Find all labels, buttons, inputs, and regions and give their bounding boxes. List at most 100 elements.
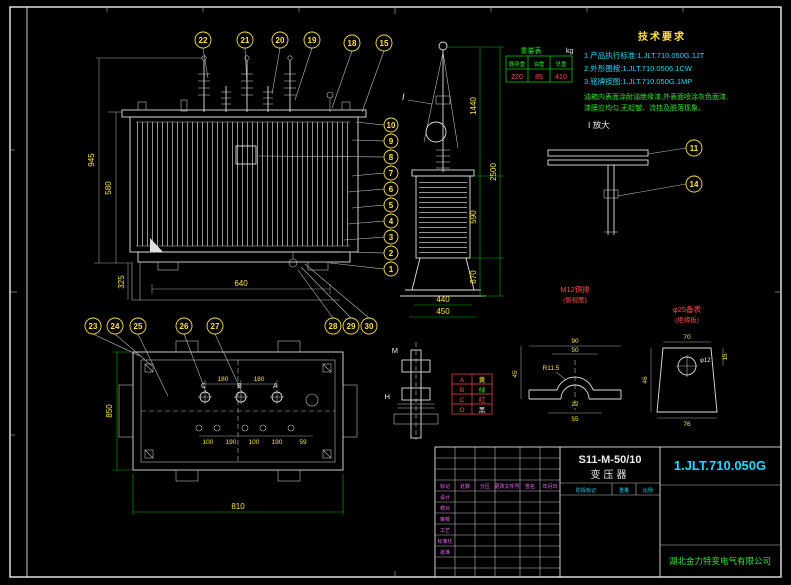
balloon-22: 22 [199, 36, 208, 45]
dim-plan-t2: 180 [254, 376, 265, 383]
front-view-dimensions: 945 580 325 640 [87, 57, 331, 300]
dim-front-tank-height: 580 [104, 181, 113, 195]
role-design: 设计 [440, 494, 450, 501]
board-subtitle: (绝缘板) [675, 315, 699, 324]
busbar-title: M12铜排 [560, 284, 590, 294]
dim-side-w1: 440 [436, 295, 450, 304]
rev-h-6: 年月日 [542, 483, 557, 490]
dim-side-w2: 450 [436, 307, 450, 316]
hv-bushing-icons [198, 55, 296, 112]
side-view-dimensions: 1440 590 670 2500 440 450 [409, 46, 504, 318]
busbar-subtitle: (俯视图) [563, 295, 587, 304]
dim-plan-m1: 100 [203, 439, 214, 446]
weight-table: 重量表 kg 器身重 油重 总重 220 85 410 [505, 46, 574, 83]
dim-busbar-r: R11.5 [543, 365, 560, 372]
dim-plan-height: 850 [105, 404, 114, 418]
tech-item-2: 2.外形图按:1.JLT.710.0506.1CW [584, 63, 693, 73]
weight-h1: 器身重 [509, 60, 526, 68]
mid-h-scale: 比例 [643, 487, 653, 494]
product-name: 变压器 [591, 468, 630, 481]
balloon-23: 23 [89, 322, 98, 331]
phase-row-b: B [460, 387, 464, 394]
tech-item-3: 3.铭牌按图:1.JLT.710.050G.1MP [584, 76, 692, 86]
phase-color-yellow: 黄 [479, 375, 486, 384]
balloon-6: 6 [389, 185, 394, 194]
balloon-26: 26 [180, 322, 189, 331]
phase-label-c: C [201, 383, 206, 390]
role-check: 校对 [440, 505, 450, 512]
phase-label-a: A [273, 383, 278, 390]
balloon-14: 14 [690, 180, 699, 189]
balloon-29: 29 [347, 322, 356, 331]
dim-board-h: 46 [642, 376, 649, 384]
drawing-frame [9, 6, 782, 578]
mid-h-weight: 重量 [619, 487, 629, 494]
busbar-detail: M12铜排 (俯视图) 90 50 R11.5 45 22 55 [512, 284, 622, 423]
bolt-label-h: H [385, 392, 390, 401]
dim-busbar-t: 50 [571, 347, 579, 354]
balloons-right: 10 9 8 7 6 5 4 3 2 1 [257, 117, 399, 277]
tech-requirements: 技术要求 1.产品执行标准:1.JLT.710.050G.1JT 2.外形图按:… [584, 30, 728, 112]
dim-plan-m2: 190 [226, 439, 237, 446]
balloon-30: 30 [365, 322, 374, 331]
dim-plan-width: 810 [231, 502, 245, 511]
balloon-15: 15 [380, 39, 389, 48]
dim-board-b: 76 [683, 421, 691, 428]
dim-side-total: 2500 [489, 163, 498, 181]
balloon-2: 2 [389, 249, 394, 258]
balloon-9: 9 [389, 137, 394, 146]
balloon-25: 25 [134, 322, 143, 331]
tech-note-2: 漆膜应均匀,无起皱、流挂及脱落现象。 [584, 103, 705, 112]
board-title: φ25备表 [673, 304, 702, 314]
phase-color-red: 红 [479, 395, 486, 404]
plan-view: C B A [118, 340, 358, 482]
dim-plan-t1: 180 [218, 376, 229, 383]
dim-plan-m5: 59 [299, 439, 307, 446]
bolt-label-m: M [392, 346, 398, 355]
tech-title: 技术要求 [638, 30, 686, 43]
balloon-7: 7 [389, 169, 394, 178]
role-process: 工艺 [440, 528, 450, 534]
front-view [121, 55, 367, 301]
dim-front-total-height: 945 [87, 153, 96, 167]
lv-bushing-icons [221, 86, 273, 112]
detail-i-title: I 放大 [588, 120, 610, 130]
product-model: S11-M-50/10 [579, 454, 642, 466]
dim-side-seg3: 670 [469, 270, 478, 284]
weight-table-title: 重量表 [521, 46, 542, 55]
dim-front-gauge: 640 [234, 279, 248, 288]
dim-front-base-height: 325 [117, 275, 126, 289]
weight-v2: 85 [535, 74, 543, 81]
balloon-27: 27 [211, 322, 220, 331]
tech-note-1: 油箱内表面涂耐油绝缘漆,外表面喷涂灰色面漆, [584, 92, 728, 101]
phase-row-a: A [460, 377, 465, 384]
balloon-1: 1 [389, 265, 394, 274]
dim-busbar-h: 45 [512, 370, 519, 378]
section-mark-label: I [402, 92, 405, 102]
dim-board-hole: φ12 [700, 358, 711, 364]
phase-color-table: A B C O 黄 绿 红 黑 [451, 373, 493, 415]
balloons-plan: 23 24 25 26 27 28 29 30 [84, 263, 378, 397]
dim-board-t: 15 [722, 353, 729, 361]
balloons-top: 22 21 20 19 18 15 [194, 31, 393, 113]
dim-plan-m3: 100 [249, 439, 260, 446]
title-block: 标记 处数 分区 更改文件号 签名 年月日 设计 校对 审核 工艺 标准化 批准… [434, 446, 782, 578]
balloon-19: 19 [308, 36, 317, 45]
balloon-20: 20 [276, 36, 285, 45]
balloon-11: 11 [690, 144, 699, 153]
role-audit: 审核 [440, 516, 450, 523]
rev-h-3: 分区 [480, 483, 490, 490]
weight-v1: 220 [511, 74, 523, 81]
balloon-28: 28 [329, 322, 338, 331]
detail-i: I 放大 11 14 [547, 120, 703, 235]
mid-h-stage: 阶段标记 [576, 487, 596, 494]
balloon-3: 3 [389, 233, 394, 242]
plan-view-dimensions: 850 810 180 180 100 190 100 190 59 [105, 351, 344, 515]
dim-busbar-w: 90 [571, 338, 579, 345]
weight-h2: 油重 [533, 60, 545, 68]
phase-color-black: 黑 [479, 406, 486, 414]
side-view: I [400, 41, 486, 297]
dim-plan-m4: 190 [272, 439, 283, 446]
balloon-24: 24 [111, 322, 120, 331]
